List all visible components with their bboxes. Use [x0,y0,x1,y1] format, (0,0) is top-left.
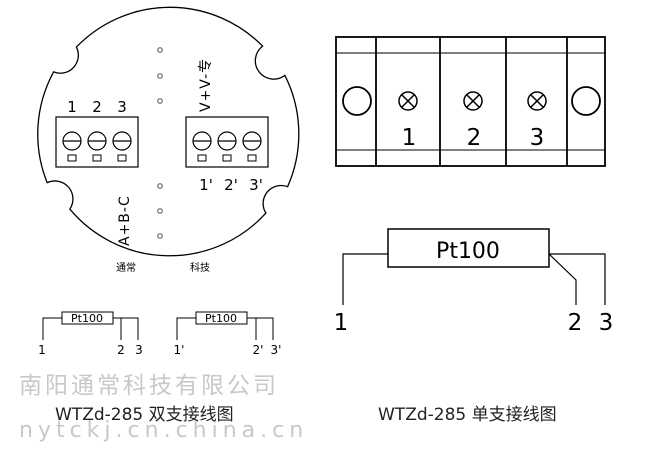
left-terminal-number-2: 2 [92,98,102,116]
pt100-box-single [387,228,550,268]
left-terminal-number-3: 3 [117,98,127,116]
screw-1-icon [398,91,418,111]
right-terminal-vertical-label: V+V-专 [198,58,214,112]
screw-terminal-1-prime [192,131,212,162]
pt100-label-single: Pt100 [436,239,500,264]
single-terminal-block [335,36,606,167]
pt100-label-left: Pt100 [71,312,103,325]
left-terminal-number-1: 1 [67,98,77,116]
single-block-number-1: 1 [402,125,417,151]
double-right-wire-1: 1' [174,343,185,357]
watermark-company: 南阳通常科技有限公司 [19,373,279,399]
double-right-wire-3: 3' [271,343,282,357]
screw-terminal-2-prime [217,131,237,162]
single-wire-3: 3 [599,310,614,336]
screw-terminal-3 [112,131,132,162]
board-outline [37,6,300,257]
right-terminal-number-3: 3' [249,176,263,194]
double-left-wire-3: 3 [135,343,143,357]
screw-terminal-1 [62,131,82,162]
screw-terminal-3-prime [242,131,262,162]
right-terminal-numbers: 1' 2' 3' [199,176,263,194]
single-diagram [342,228,606,305]
double-right-wire-2: 2' [253,343,264,357]
watermark-url: nytckj.cn.china.cn [19,418,309,443]
board-logo-left: 通常 [116,261,136,274]
screw-terminal-2 [87,131,107,162]
pt100-label-right: Pt100 [205,312,237,325]
double-diagram-right [176,311,274,340]
single-block-number-2: 2 [467,125,482,151]
single-wire-1: 1 [334,310,349,336]
caption-double: WTZd-285 双支接线图 [55,405,234,425]
screw-2-icon [463,91,483,111]
left-terminal-numbers: 1 2 3 [67,98,127,116]
left-mount-hole [342,86,372,116]
terminal-board: 1 2 3 A+B-C V+V-专 [37,6,300,274]
double-left-wire-2: 2 [117,343,125,357]
board-logo-right: 科技 [190,261,210,274]
terminal-block-right [185,116,269,168]
right-terminal-number-1: 1' [199,176,213,194]
caption-single: WTZd-285 单支接线图 [378,405,557,425]
right-terminal-number-2: 2' [224,176,238,194]
double-diagram-left [42,311,139,340]
left-terminal-vertical-label: A+B-C [117,195,133,246]
terminal-block-left [55,116,139,168]
single-block-number-3: 3 [530,125,545,151]
center-dots [157,47,163,239]
single-wire-2: 2 [568,310,583,336]
screw-3-icon [527,91,547,111]
right-mount-hole [571,86,601,116]
double-left-wire-1: 1 [38,343,46,357]
